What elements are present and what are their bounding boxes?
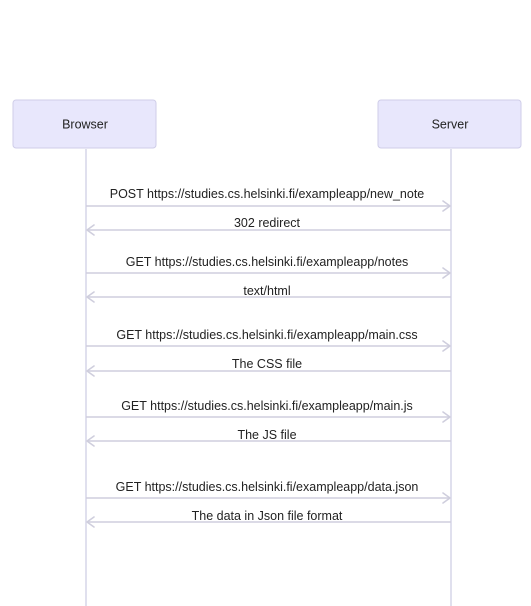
message-6: The CSS file [86, 357, 451, 377]
participant-browser: Browser [12, 99, 157, 149]
arrowhead-right-icon [442, 340, 451, 352]
message-label: The data in Json file format [192, 509, 343, 523]
message-label: GET https://studies.cs.helsinki.fi/examp… [126, 255, 409, 269]
message-4: text/html [86, 284, 451, 303]
message-7: GET https://studies.cs.helsinki.fi/examp… [86, 399, 451, 423]
message-label: GET https://studies.cs.helsinki.fi/examp… [121, 399, 413, 413]
arrowhead-left-icon [86, 365, 95, 377]
arrowhead-right-icon [442, 411, 451, 423]
arrowhead-left-icon [86, 435, 95, 447]
message-label: The JS file [237, 428, 296, 442]
participant-server-box [377, 99, 522, 149]
message-9: GET https://studies.cs.helsinki.fi/examp… [86, 480, 451, 504]
arrowhead-right-icon [442, 492, 451, 504]
message-2: 302 redirect [86, 216, 451, 236]
message-3: GET https://studies.cs.helsinki.fi/examp… [86, 255, 451, 279]
participant-browser-label: Browser [62, 117, 108, 131]
message-10: The data in Json file format [86, 509, 451, 528]
message-label: GET https://studies.cs.helsinki.fi/examp… [116, 480, 419, 494]
message-8: The JS file [86, 428, 451, 447]
arrowhead-right-icon [442, 200, 451, 212]
message-5: GET https://studies.cs.helsinki.fi/examp… [86, 328, 451, 352]
participant-server-label: Server [432, 117, 469, 131]
arrowhead-left-icon [86, 224, 95, 236]
message-label: text/html [243, 284, 290, 298]
message-label: The CSS file [232, 357, 302, 371]
participant-server: Server [377, 99, 522, 149]
message-1: POST https://studies.cs.helsinki.fi/exam… [86, 187, 451, 212]
message-label: GET https://studies.cs.helsinki.fi/examp… [116, 328, 417, 342]
arrowhead-right-icon [442, 267, 451, 279]
arrowhead-left-icon [86, 516, 95, 528]
message-label: 302 redirect [234, 216, 301, 230]
message-label: POST https://studies.cs.helsinki.fi/exam… [110, 187, 425, 201]
arrowhead-left-icon [86, 291, 95, 303]
participant-browser-box [12, 99, 157, 149]
